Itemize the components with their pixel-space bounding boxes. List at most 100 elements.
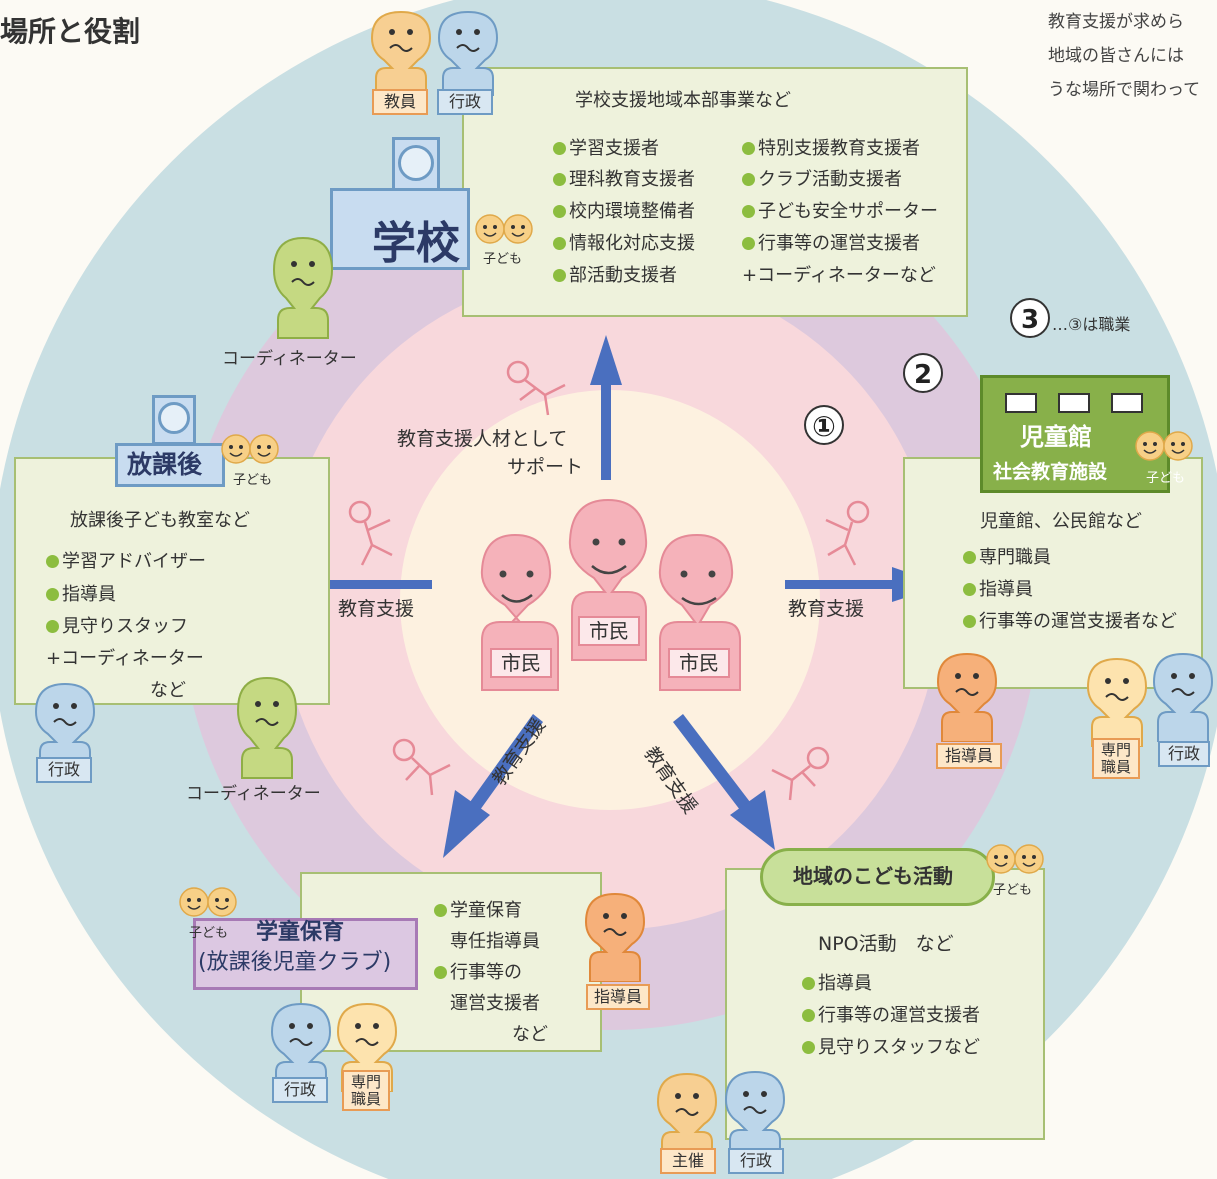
admin-person-icon (724, 1068, 786, 1161)
list-item: 学童保育 (434, 896, 522, 922)
bullet-icon (553, 237, 566, 250)
runner-bottom-right (771, 746, 830, 801)
list-item: 専任指導員 (450, 931, 540, 952)
ring-number-1: ① (804, 405, 844, 445)
arrow-down-left-shaft (470, 714, 543, 810)
list-item: 運営支援者 (450, 993, 540, 1014)
staff-person-icon (1086, 655, 1148, 748)
ring-3-note: …③は職業 (1052, 315, 1131, 334)
citizen-label-left: 市民 (490, 648, 552, 678)
list-item: +コーディネーター (46, 648, 204, 669)
arrow-up-label-2: サポート (507, 456, 584, 478)
gakudo-title-box (193, 918, 418, 990)
afterschool-box (14, 457, 330, 705)
clock-icon (398, 145, 434, 181)
bullet-icon (963, 551, 976, 564)
note-line-1: 教育支援が求めら (1048, 12, 1184, 32)
gakudo-kids-label: 子ども (189, 926, 229, 941)
bullet-icon (742, 237, 755, 250)
bullet-icon (434, 966, 447, 979)
kids-icon (220, 433, 280, 465)
gakudo-title: 学童保育 (256, 920, 345, 945)
list-item: など (512, 1024, 548, 1045)
arrow-down-right-shaft (673, 714, 750, 810)
afterschool-kids-label: 子ども (233, 473, 273, 488)
list-item: など (150, 680, 186, 701)
bullet-icon (963, 615, 976, 628)
list-item: 指導員 (46, 580, 116, 606)
bullet-icon (553, 205, 566, 218)
arrow-up-label-1: 教育支援人材として (397, 428, 568, 450)
note-line-2: 地域の皆さんには (1048, 46, 1184, 66)
afterschool-title: 放課後 (127, 450, 203, 479)
community-title-box (760, 848, 995, 906)
runner-top (506, 360, 566, 416)
school-coordinator-label: コーディネーター (222, 349, 357, 369)
facility-kids-label: 子ども (1146, 471, 1186, 486)
list-item: 学習支援者 (553, 134, 659, 160)
gakudo-admin-label: 行政 (272, 1077, 328, 1103)
list-item: 理科教育支援者 (553, 165, 695, 191)
school-title: 学校 (372, 218, 460, 269)
organizer-person-icon (656, 1070, 718, 1163)
bullet-icon (553, 142, 566, 155)
list-item: 情報化対応支援 (553, 229, 695, 255)
facility-subtitle: 社会教育施設 (993, 461, 1108, 483)
window-icon (1005, 393, 1037, 413)
list-item: 見守りスタッフ (46, 612, 188, 638)
kids-icon (985, 843, 1045, 875)
school-kids-label: 子ども (483, 252, 523, 267)
runner-bottom-left (392, 738, 451, 796)
instructor-person-icon (584, 890, 646, 983)
facility-title: 児童館 (1020, 423, 1092, 451)
facility-admin-label: 行政 (1158, 741, 1210, 767)
arrow-down-left-head (443, 790, 490, 858)
bullet-icon (742, 205, 755, 218)
gakudo-subtitle: (放課後児童クラブ) (198, 950, 392, 975)
teacher-person-icon (370, 8, 432, 97)
list-item: 特別支援教育支援者 (742, 134, 920, 160)
school-box (462, 67, 968, 317)
arrow-up-head (590, 335, 622, 385)
citizen-label-center: 市民 (578, 616, 640, 646)
arrow-up-shaft (601, 380, 611, 480)
list-item: 行事等の運営支援者など (963, 607, 1177, 633)
afterschool-admin-label: 行政 (36, 757, 92, 783)
list-item: 見守りスタッフなど (802, 1033, 980, 1059)
bullet-icon (742, 173, 755, 186)
list-item: 行事等の運営支援者 (742, 229, 920, 255)
afterschool-box-title: 放課後子ども教室など (70, 510, 250, 531)
afterschool-coordinator-label: コーディネーター (186, 784, 321, 804)
citizen-label-right: 市民 (668, 648, 730, 678)
facility-box-title: 児童館、公民館など (980, 511, 1142, 532)
community-kids-label: 子ども (993, 883, 1033, 898)
arrow-right-label: 教育支援 (788, 598, 865, 620)
instructor-person-icon (936, 650, 998, 743)
list-item: 指導員 (802, 969, 872, 995)
bullet-icon (46, 620, 59, 633)
bullet-icon (46, 588, 59, 601)
bullet-icon (553, 269, 566, 282)
ring-number-3: 3 (1010, 298, 1050, 338)
arrow-left-label: 教育支援 (338, 598, 415, 620)
school-title-box (330, 188, 470, 270)
facility-box (903, 457, 1203, 689)
list-item: 学習アドバイザー (46, 547, 206, 573)
runner-right (825, 500, 870, 566)
gakudo-instructor-label: 指導員 (586, 984, 650, 1010)
bullet-icon (802, 1009, 815, 1022)
bullet-icon (434, 904, 447, 917)
list-item: 行事等の (434, 958, 522, 984)
bullet-icon (802, 1041, 815, 1054)
admin-person-icon (270, 1000, 332, 1093)
note-line-3: うな場所で関わって (1048, 80, 1201, 100)
list-item: クラブ活動支援者 (742, 165, 902, 191)
teacher-label: 教員 (372, 89, 428, 115)
list-item: 校内環境整備者 (553, 197, 695, 223)
window-icon (1111, 393, 1143, 413)
community-admin-label: 行政 (728, 1148, 784, 1174)
kids-icon (474, 213, 534, 245)
arrow-right-shaft (785, 580, 895, 589)
bullet-icon (46, 555, 59, 568)
